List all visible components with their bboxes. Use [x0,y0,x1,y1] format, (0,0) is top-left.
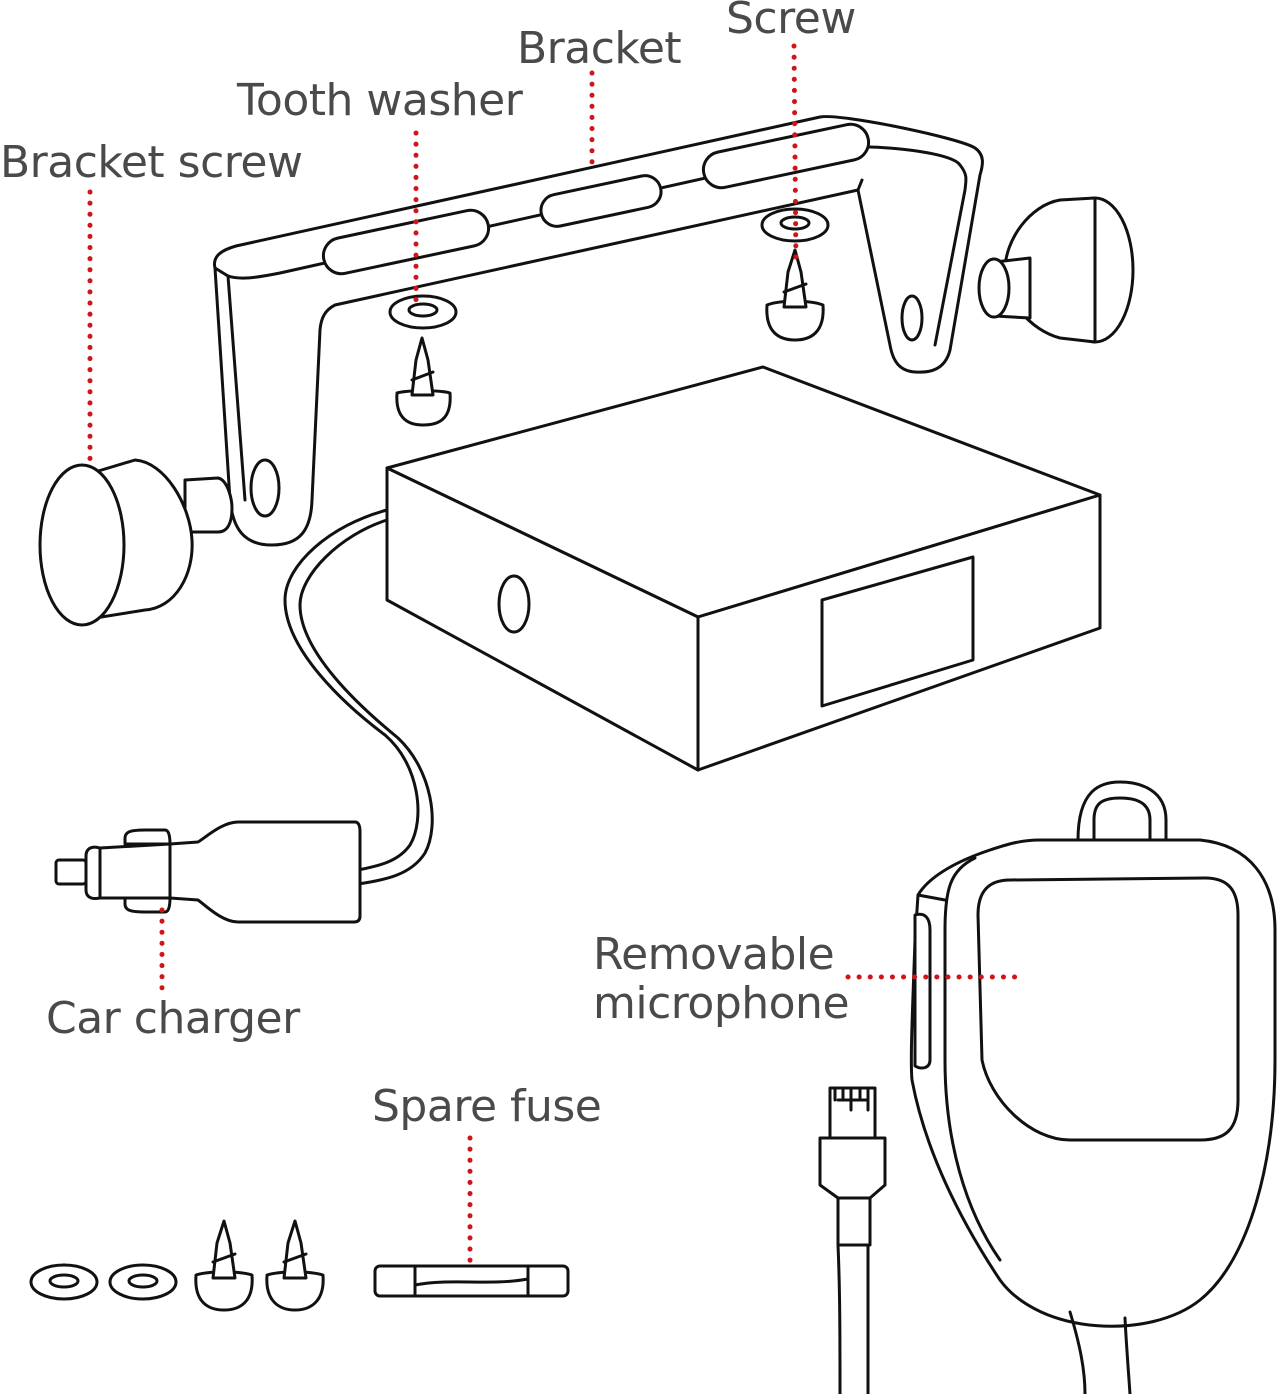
spare-fuse [373,1264,570,1298]
label-screw: Screw [726,0,856,44]
car-charger [54,820,362,924]
right-bracket-knob [977,196,1135,344]
mounting-bracket [212,115,984,547]
spare-washers [29,1263,178,1301]
left-bracket-knob [38,458,234,627]
microphone-plug [818,1086,887,1396]
label-bracket: Bracket [517,23,682,74]
label-removable-microphone-line2: microphone [593,978,850,1030]
label-tooth-washer: Tooth washer [237,75,523,126]
label-spare-fuse: Spare fuse [372,1081,602,1132]
spare-screws [194,1219,325,1312]
label-car-charger: Car charger [46,993,300,1044]
leader-screw [791,43,799,268]
label-removable-microphone: Removable microphone [593,929,850,1030]
tooth-washer-left [388,294,458,330]
screw-right [765,248,825,342]
label-bracket-screw: Bracket screw [0,137,303,188]
cb-radio-unit [385,365,1102,772]
screw-left [395,336,452,427]
power-cable [283,508,434,886]
leader-lines [87,43,1021,1265]
microphone [909,780,1277,1396]
label-removable-microphone-line1: Removable [593,929,835,980]
